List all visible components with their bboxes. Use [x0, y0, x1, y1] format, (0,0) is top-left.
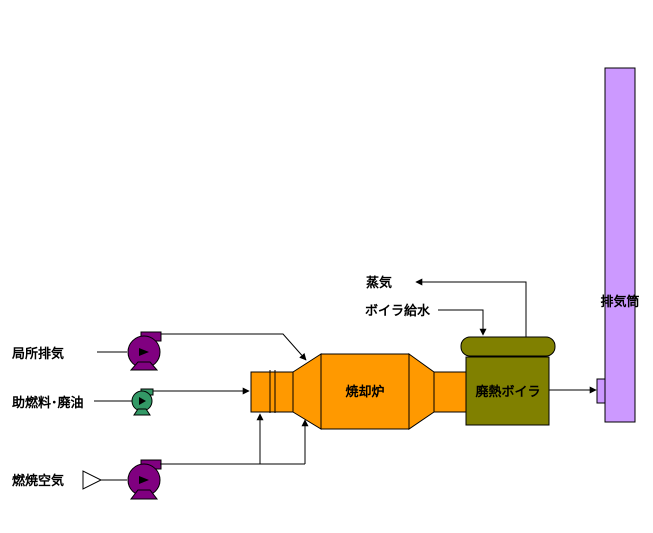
local-exhaust-label: 局所排気: [12, 346, 64, 362]
local-exhaust-line: [160, 333, 307, 361]
stack-inlet: [596, 378, 606, 404]
waste-heat-boiler-label: 廃熱ボイラ: [474, 384, 540, 400]
pump-icon: [131, 388, 154, 416]
incinerator-outlet-duct: [433, 371, 468, 413]
incinerator-inlet-duct: [250, 371, 298, 413]
stack-label: 排気筒: [600, 294, 639, 310]
stack: [604, 67, 636, 423]
feedwater-label: ボイラ給水: [365, 303, 431, 319]
steam-drum: [460, 336, 556, 357]
combustion-air-label: 燃焼空気: [12, 473, 64, 489]
incinerator-inlet-cone: [292, 353, 322, 430]
incinerator-outlet-cone: [408, 353, 435, 430]
waste-heat-boiler: [465, 356, 550, 426]
triangle-inlet-icon: [82, 470, 103, 490]
centrifugal-blower-icon: [127, 459, 162, 500]
incinerator-label: 焼却炉: [345, 384, 384, 400]
centrifugal-blower-icon: [127, 331, 162, 371]
incinerator: [320, 353, 410, 430]
aux-fuel-label: 助燃料･廃油: [12, 395, 84, 411]
feedwater-line: [438, 309, 487, 336]
steam-line: [415, 278, 527, 337]
steam-label: 蒸気: [366, 275, 392, 291]
